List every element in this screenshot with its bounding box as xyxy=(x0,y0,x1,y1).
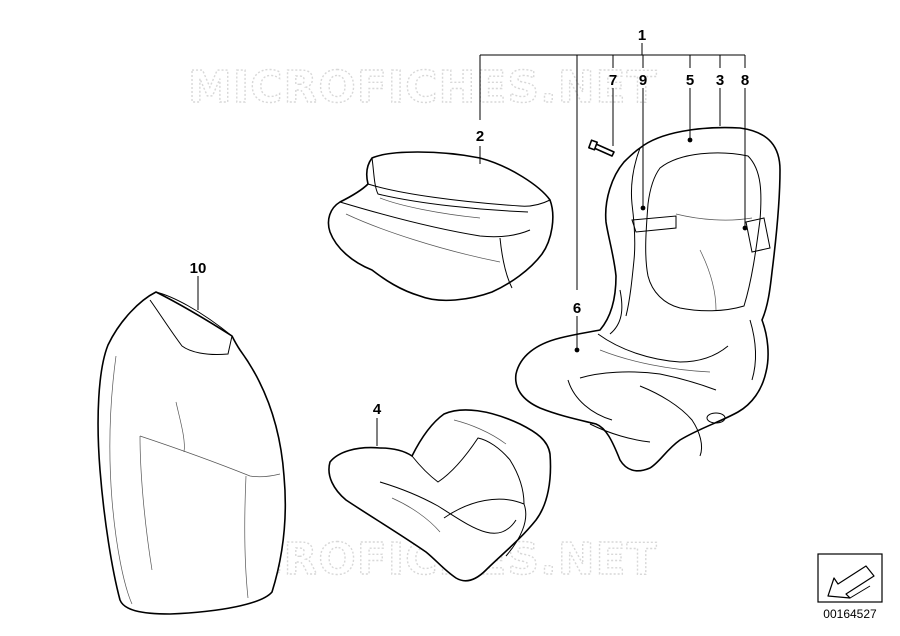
callout-8: 8 xyxy=(741,72,749,89)
direction-box xyxy=(817,553,883,603)
callout-10: 10 xyxy=(190,260,207,277)
part-1-complete-seat xyxy=(514,126,781,472)
part-2-cushion xyxy=(327,151,554,302)
callout-1: 1 xyxy=(638,27,646,44)
callout-9: 9 xyxy=(639,72,647,89)
callout-2: 2 xyxy=(476,128,484,145)
callout-7: 7 xyxy=(609,72,617,89)
part-id: 00164527 xyxy=(823,607,877,621)
part-4-seat-cushion xyxy=(328,409,552,582)
part-10-seat-cover xyxy=(97,291,287,615)
watermark-top: MICROFICHES.NET xyxy=(188,62,658,113)
leader-lines xyxy=(197,43,748,446)
callout-3: 3 xyxy=(716,72,724,89)
callout-4: 4 xyxy=(373,401,382,418)
callout-5: 5 xyxy=(686,72,694,89)
part-7-bolt xyxy=(588,139,615,157)
callout-6: 6 xyxy=(573,300,581,317)
